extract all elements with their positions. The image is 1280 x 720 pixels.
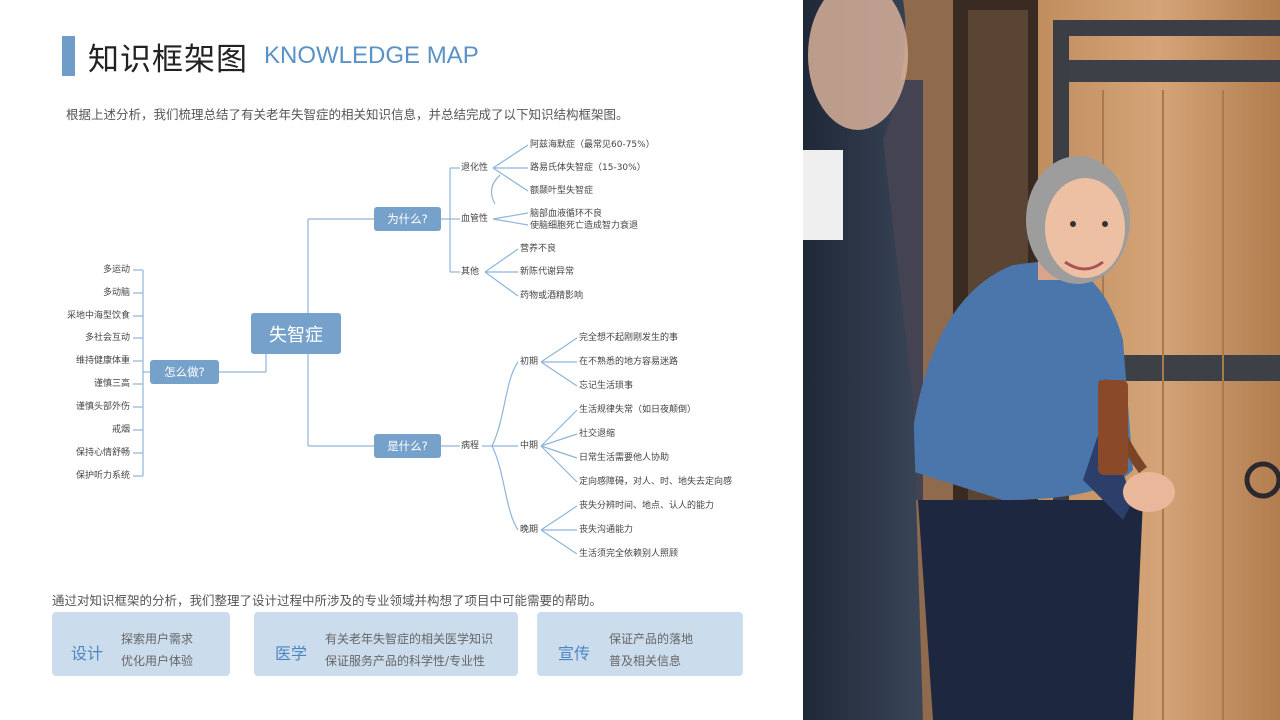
stage-item: 丧失沟通能力 xyxy=(579,525,634,535)
what-sub-label: 病程 xyxy=(461,441,480,451)
stage-label: 中期 xyxy=(520,441,539,451)
why-item: 新陈代谢异常 xyxy=(520,267,575,277)
how-item: 采地中海型饮食 xyxy=(66,311,130,321)
branch-what[interactable]: 是什么? xyxy=(374,434,441,458)
why-group-label: 其他 xyxy=(461,267,480,277)
how-item: 保持心情舒畅 xyxy=(75,448,130,458)
card-line: 普及相关信息 xyxy=(609,654,682,668)
why-item: 营养不良 xyxy=(520,244,557,254)
branch-why[interactable]: 为什么? xyxy=(374,207,441,231)
stage-item: 生活规律失常（如日夜颠倒） xyxy=(579,405,697,415)
how-item: 保护听力系统 xyxy=(75,471,130,481)
stage-item: 完全想不起刚刚发生的事 xyxy=(579,333,679,343)
stage-item: 社交退缩 xyxy=(579,429,616,439)
how-item: 谨慎三高 xyxy=(93,379,130,389)
card-line: 保证服务产品的科学性/专业性 xyxy=(325,654,486,668)
how-item: 多动脑 xyxy=(102,288,130,298)
card-medicine[interactable]: 医学 有关老年失智症的相关医学知识 保证服务产品的科学性/专业性 xyxy=(254,612,518,676)
why-item: 使脑细胞死亡造成智力衰退 xyxy=(530,221,639,231)
summary-text: 通过对知识框架的分析，我们整理了设计过程中所涉及的专业领域并构想了项目中可能需要… xyxy=(52,593,603,608)
stage-item: 忘记生活琐事 xyxy=(579,381,634,391)
card-line: 优化用户体验 xyxy=(121,654,194,668)
page-title-en: KNOWLEDGE MAP xyxy=(264,42,479,69)
title-accent-bar xyxy=(62,36,75,76)
why-item: 阿兹海默症（最常见60-75%） xyxy=(530,140,655,150)
stage-item: 丧失分辨时间、地点、认人的能力 xyxy=(579,501,715,511)
why-item: 药物或酒精影响 xyxy=(520,291,584,301)
page-title: 知识框架图 xyxy=(88,42,248,78)
stage-item: 定向感障碍，对人、时、地失去定向感 xyxy=(579,477,733,487)
stage-label: 晚期 xyxy=(520,525,539,535)
card-line: 保证产品的落地 xyxy=(609,632,694,646)
why-group-label: 退化性 xyxy=(461,163,489,173)
root-node[interactable]: 失智症 xyxy=(251,313,341,354)
card-title: 医学 xyxy=(275,644,308,663)
card-promotion[interactable]: 宣传 保证产品的落地 普及相关信息 xyxy=(537,612,743,676)
photo-illustration xyxy=(803,0,1280,720)
card-line: 有关老年失智症的相关医学知识 xyxy=(325,632,494,646)
stage-label: 初期 xyxy=(520,357,539,367)
elderly-woman-photo xyxy=(803,0,1280,720)
card-line: 探索用户需求 xyxy=(121,632,194,646)
card-design[interactable]: 设计 探索用户需求 优化用户体验 xyxy=(52,612,230,676)
stage-item: 在不熟悉的地方容易迷路 xyxy=(579,357,679,367)
stage-item: 生活须完全依赖别人照顾 xyxy=(579,549,679,559)
how-item: 多运动 xyxy=(102,265,130,275)
card-title: 设计 xyxy=(71,644,104,663)
why-item: 脑部血液循环不良 xyxy=(530,209,603,219)
why-item: 额颞叶型失智症 xyxy=(530,186,594,196)
stage-item: 日常生活需要他人协助 xyxy=(579,453,670,463)
how-item: 谨慎头部外伤 xyxy=(75,402,130,412)
intro-text: 根据上述分析，我们梳理总结了有关老年失智症的相关知识信息，并总结完成了以下知识结… xyxy=(66,107,629,122)
how-item: 多社会互动 xyxy=(84,333,130,343)
why-item: 路易氏体失智症（15-30%） xyxy=(530,163,646,173)
how-item: 戒烟 xyxy=(111,425,130,435)
why-group-label: 血管性 xyxy=(461,214,489,224)
mindmap-connectors xyxy=(133,144,578,555)
branch-how[interactable]: 怎么做? xyxy=(150,360,219,384)
how-item: 维持健康体重 xyxy=(75,356,130,366)
card-title: 宣传 xyxy=(558,644,591,663)
